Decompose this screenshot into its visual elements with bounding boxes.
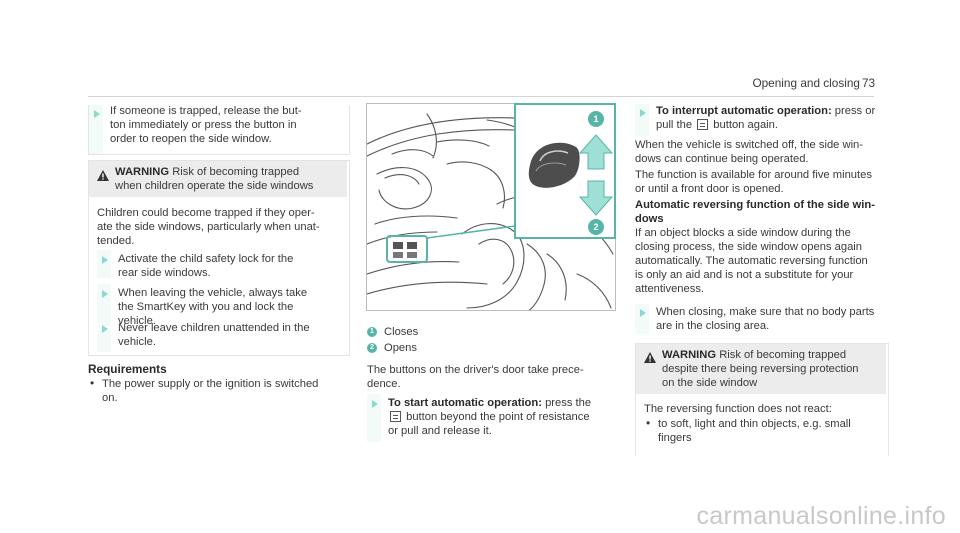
interrupt-pull: pull the xyxy=(656,119,693,131)
warning-line: on the side window xyxy=(662,377,758,389)
warning-line: despite there being reversing protection xyxy=(662,363,859,375)
warning-header-2 xyxy=(636,344,886,394)
switch-inset: 1 2 xyxy=(514,103,616,239)
para2-line-1: The function is available for around fiv… xyxy=(635,169,872,181)
requirement-line-2: on. xyxy=(102,392,118,404)
window-switch-icon xyxy=(697,119,709,130)
start-line-1: To start automatic operation: press the xyxy=(388,396,591,410)
watermark: carmanualsonline.info xyxy=(696,502,946,530)
interrupt-again: button again. xyxy=(713,119,778,131)
marker-1: 1 xyxy=(593,114,599,124)
trapped-box xyxy=(88,105,350,155)
auto-body-line: attentiveness. xyxy=(635,283,705,295)
warning-line: Risk of becoming trapped xyxy=(719,349,847,361)
warning-icon xyxy=(644,352,656,363)
bullet: • xyxy=(646,416,651,430)
marker-2: 2 xyxy=(593,222,599,232)
interrupt-title: To interrupt automatic operation: xyxy=(656,105,832,117)
safety-step-3: Never leave children unattended in the xyxy=(118,322,310,334)
para2-line-2: or until a front door is opened. xyxy=(635,183,784,195)
auto-body-line: closing process, the side window opens a… xyxy=(635,241,862,253)
auto-body-line: automatically. The automatic reversing f… xyxy=(635,255,868,267)
intro-line-2: dence. xyxy=(367,378,401,390)
para1-line-2: dows can continue being operated. xyxy=(635,153,809,165)
safety-step-3b: vehicle. xyxy=(118,336,156,348)
warning-body: The reversing function does not react: xyxy=(644,403,832,415)
step-arrow-icon xyxy=(640,309,646,317)
page-number: 73 xyxy=(862,76,876,90)
start-title: To start automatic operation: xyxy=(388,397,542,409)
window-switch-icon xyxy=(390,411,401,422)
requirements-title: Requirements xyxy=(88,362,167,376)
intro-line-1: The buttons on the driver's door take pr… xyxy=(367,364,584,376)
warning-title: WARNING xyxy=(662,349,717,361)
step-arrow-icon xyxy=(102,325,108,333)
step-arrow-icon xyxy=(102,256,108,264)
legend-badge-1: 1 xyxy=(367,327,377,337)
warning-icon xyxy=(97,170,109,181)
warning-header-1 xyxy=(89,161,347,197)
safety-step-2: When leaving the vehicle, always take xyxy=(118,287,308,299)
step-arrow-icon xyxy=(102,290,108,298)
auto-title-line-2: dows xyxy=(635,213,664,225)
safety-step-2c: vehicle. xyxy=(118,315,156,327)
header-rule xyxy=(88,96,874,97)
warning-body-line: ate the side windows, particularly when … xyxy=(97,221,320,233)
start-line-2: button beyond the point of resistance xyxy=(388,410,590,424)
auto-body-line: is only an aid and is not a substitute f… xyxy=(635,269,854,281)
interrupt-line-2: pull the button again. xyxy=(656,118,778,132)
warning-bullet-line-1: to soft, light and thin objects, e.g. sm… xyxy=(658,418,851,430)
auto-title-line-1: Automatic reversing function of the side… xyxy=(635,199,875,211)
section-title: Opening and closing xyxy=(752,76,860,90)
switch-inset-illustration xyxy=(528,111,614,235)
warning-line: Risk of becoming trapped xyxy=(172,166,300,178)
step-arrow-icon xyxy=(640,109,646,117)
warning-text-1: WARNING Risk of becoming trapped xyxy=(115,165,299,179)
start-line-2-text: button beyond the point of resistance xyxy=(406,411,590,423)
warning-box-2 xyxy=(635,343,889,456)
safety-step-2b: the SmartKey with you and lock the xyxy=(118,301,294,313)
closing-step-line-2: are in the closing area. xyxy=(656,320,770,332)
warning-body-line: Children could become trapped if they op… xyxy=(97,207,315,219)
step-bar xyxy=(97,330,111,352)
legend-text-1: Closes xyxy=(384,326,419,338)
warning-bullet-line-2: fingers xyxy=(658,432,692,444)
step-bar xyxy=(97,250,111,278)
safety-step-1: Activate the child safety lock for the xyxy=(118,253,294,265)
step-arrow-icon xyxy=(372,400,378,408)
bullet: • xyxy=(90,376,95,390)
interrupt-after: press or xyxy=(834,105,876,117)
warning-text-2: WARNING Risk of becoming trapped xyxy=(662,348,846,362)
requirement-line-1: The power supply or the ignition is swit… xyxy=(102,378,319,390)
legend-badge-2: 2 xyxy=(367,343,377,353)
auto-body-line: If an object blocks a side window during… xyxy=(635,227,851,239)
warning-title: WARNING xyxy=(115,166,170,178)
para1-line-1: When the vehicle is switched off, the si… xyxy=(635,139,864,151)
trapped-line-1: If someone is trapped, re­lease the but‐ xyxy=(110,105,302,117)
start-line-3: or pull and release it. xyxy=(388,425,492,437)
warning-box-1 xyxy=(88,160,350,356)
door-illustration xyxy=(367,113,614,310)
warning-body-line: tended. xyxy=(97,235,135,247)
warning-line: when children operate the side windows xyxy=(115,180,314,192)
safety-step-1b: rear side windows. xyxy=(118,267,211,279)
step-arrow-icon xyxy=(94,110,100,118)
closing-step-line-1: When closing, make sure that no body par… xyxy=(656,306,875,318)
trapped-line-2: ton immediately or press the button in xyxy=(110,119,297,131)
interrupt-line-1: To interrupt automatic operation: press … xyxy=(656,104,875,118)
legend-text-2: Opens xyxy=(384,342,417,354)
trapped-line-3: order to reopen the side window. xyxy=(110,133,272,145)
start-after: press the xyxy=(545,397,592,409)
